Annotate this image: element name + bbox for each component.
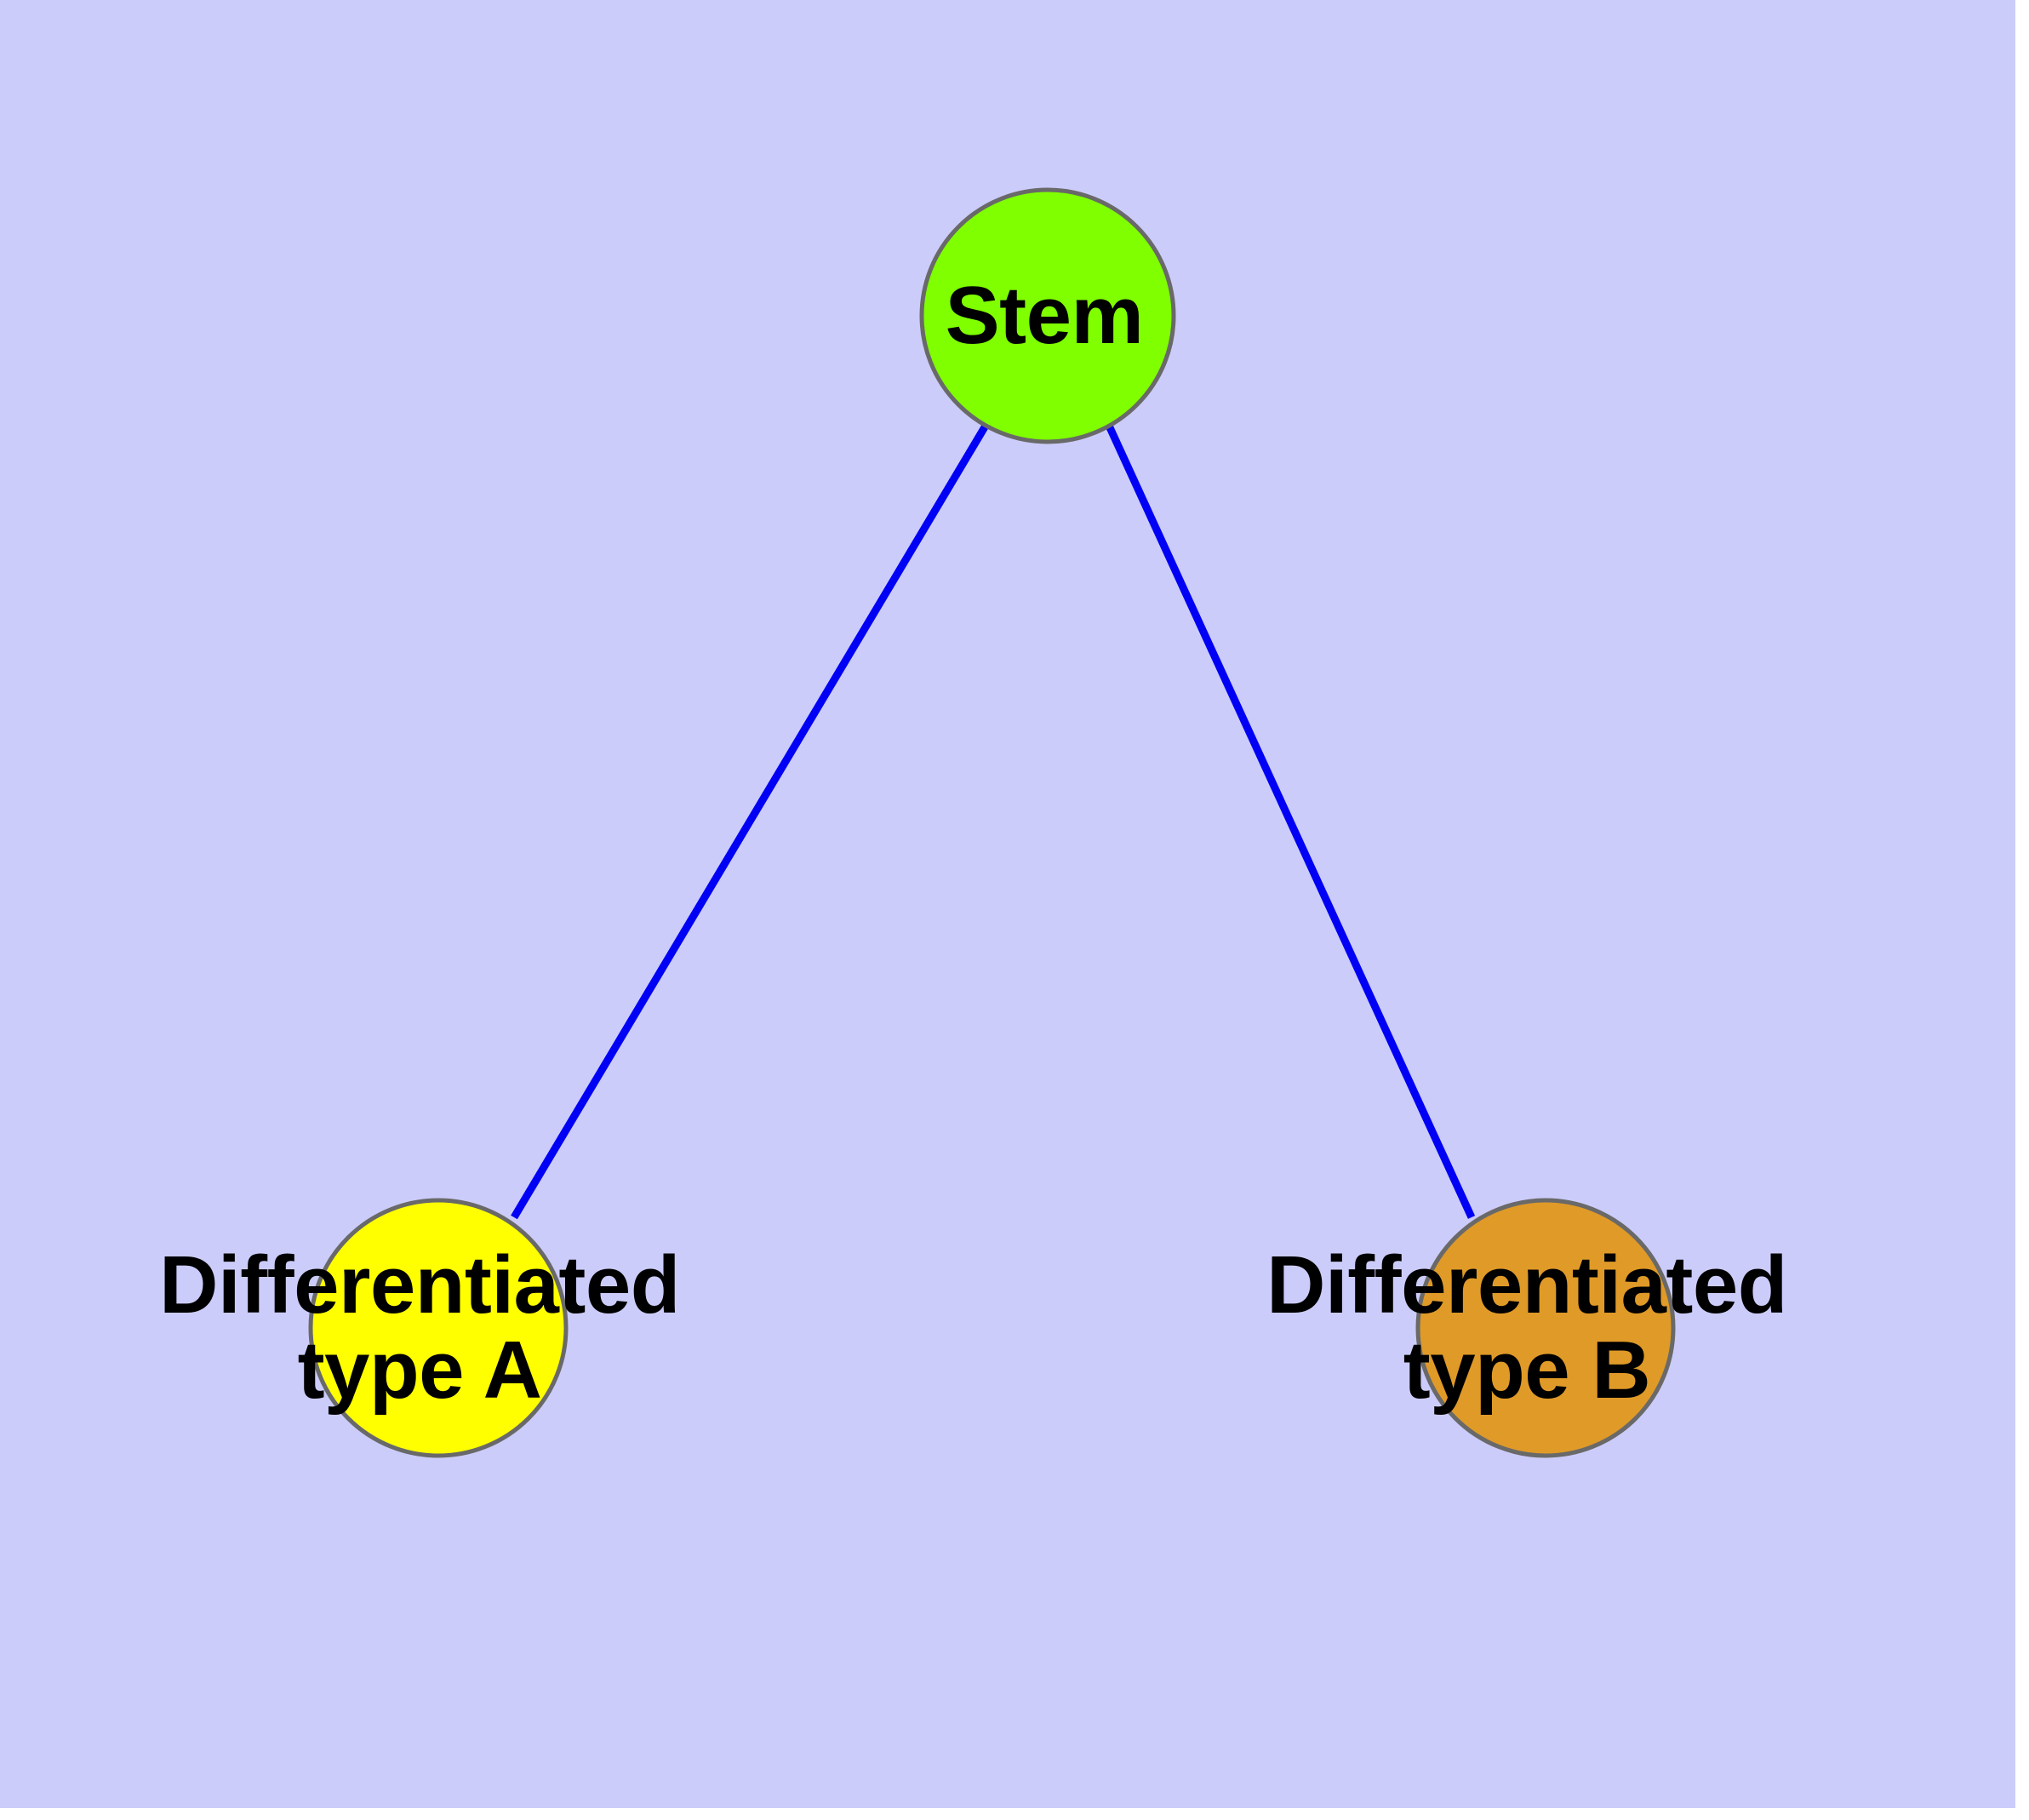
graph-node-diff_b[interactable] xyxy=(1415,1198,1676,1458)
graph-node-stem[interactable] xyxy=(919,187,1176,444)
graph-edge-stem-diff_b[interactable] xyxy=(1105,424,1476,1219)
graph-edge-stem-diff_a[interactable] xyxy=(511,423,989,1220)
graph-node-diff_a[interactable] xyxy=(308,1198,569,1458)
edges-group xyxy=(511,423,1476,1220)
nodes-group xyxy=(308,187,1676,1458)
